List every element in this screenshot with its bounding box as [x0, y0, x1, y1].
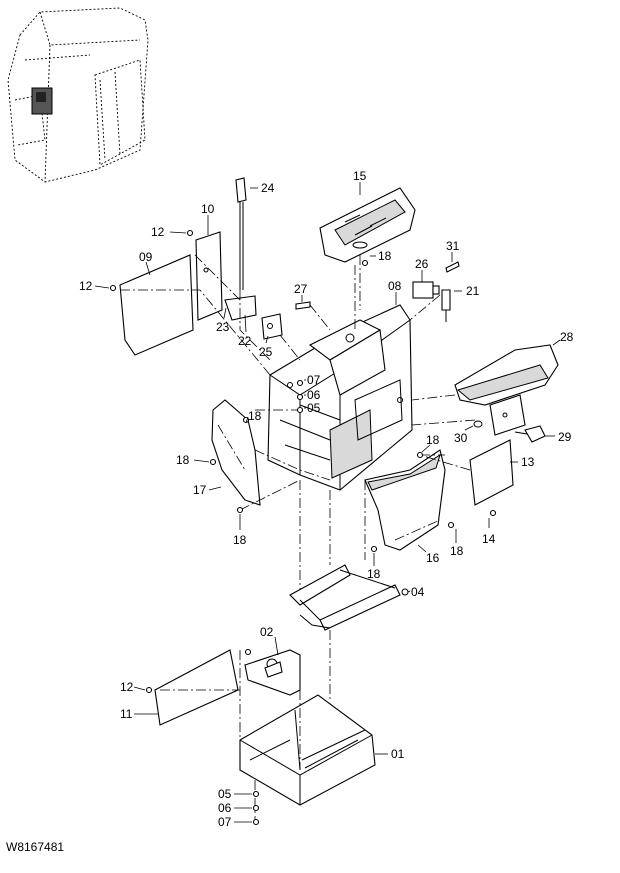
label-18-b: 18 [248, 409, 262, 423]
part-29-knob [514, 425, 546, 443]
label-04: 04 [411, 585, 425, 599]
label-05-lower: 05 [218, 787, 232, 801]
part-22-plate [224, 295, 257, 321]
part-labels: 24 10 12 09 12 27 23 22 25 15 18 31 26 0… [79, 169, 574, 829]
label-12-bottom: 12 [120, 680, 134, 694]
label-06-upper: 06 [307, 388, 321, 402]
label-21: 21 [466, 284, 480, 298]
part-27-pin [295, 301, 311, 310]
part-24-lever [235, 177, 247, 290]
label-12-top: 12 [151, 225, 165, 239]
label-14: 14 [482, 532, 496, 546]
label-26: 26 [415, 257, 429, 271]
part-10-bracket [195, 231, 223, 321]
label-18-e: 18 [426, 433, 440, 447]
label-18-c: 18 [176, 453, 190, 467]
label-18-a: 18 [378, 249, 392, 263]
label-18-f: 18 [450, 544, 464, 558]
part-15-top-cover [319, 187, 416, 263]
label-29: 29 [558, 430, 572, 444]
part-21-sensor [441, 289, 451, 322]
part-09-panel [119, 254, 194, 356]
label-09: 09 [139, 250, 153, 264]
drawing-number: W8167481 [6, 840, 64, 854]
label-15: 15 [353, 169, 367, 183]
label-01: 01 [391, 747, 405, 761]
label-18-d: 18 [233, 533, 247, 547]
part-02-bracket [244, 649, 301, 696]
part-08-console-frame [267, 304, 413, 491]
label-11: 11 [120, 707, 133, 721]
label-30: 30 [454, 431, 468, 445]
part-31-pin [445, 261, 460, 273]
label-10: 10 [201, 202, 215, 216]
part-25-block [261, 313, 283, 340]
label-23: 23 [216, 320, 230, 334]
label-25: 25 [259, 345, 273, 359]
label-13: 13 [521, 455, 535, 469]
label-17: 17 [193, 483, 207, 497]
part-13-panel [469, 439, 514, 506]
label-06-lower: 06 [218, 801, 232, 815]
part-30-washer [473, 420, 483, 428]
label-07-upper: 07 [307, 373, 321, 387]
part-16-side-cover-right [364, 449, 446, 551]
label-02: 02 [260, 625, 274, 639]
assembly-lines [120, 254, 476, 820]
part-28-armrest [454, 344, 559, 436]
part-01-base [239, 694, 376, 806]
label-27: 27 [294, 282, 308, 296]
label-16: 16 [426, 551, 440, 565]
part-26-switch [412, 281, 440, 299]
label-18-g: 18 [367, 567, 381, 581]
cab-overview-thumbnail [7, 7, 149, 183]
part-04-harness [289, 564, 409, 631]
part-17-side-cover-left [211, 399, 261, 506]
label-05-upper: 05 [307, 401, 321, 415]
label-24: 24 [261, 181, 275, 195]
label-28: 28 [560, 330, 574, 344]
label-22: 22 [238, 334, 252, 348]
label-07-lower: 07 [218, 815, 232, 829]
label-08: 08 [388, 279, 402, 293]
leader-lines [94, 182, 561, 823]
part-11-plate [154, 649, 239, 726]
label-31: 31 [446, 239, 460, 253]
fasteners [109, 229, 497, 826]
label-12-left: 12 [79, 279, 93, 293]
